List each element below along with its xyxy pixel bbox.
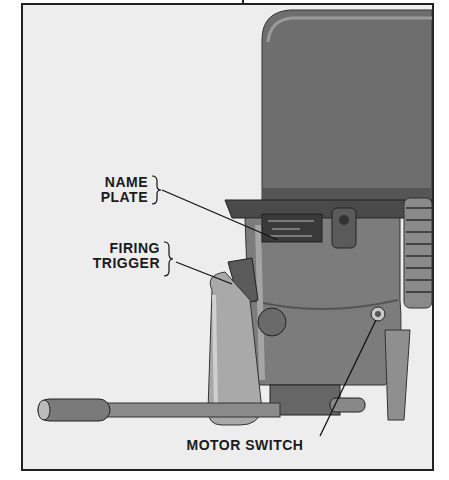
part-label: FIRING TRIGGER: [84, 240, 162, 273]
part-label: MOTOR SWITCH: [158, 437, 332, 454]
part-label: NAME PLATE: [80, 174, 150, 207]
